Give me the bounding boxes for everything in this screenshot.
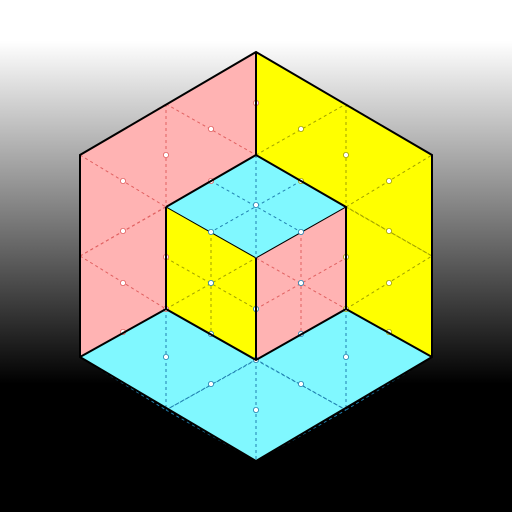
snap-point [297, 279, 304, 286]
guide-line [255, 103, 347, 156]
guide-line [210, 180, 302, 233]
snap-point [120, 279, 127, 286]
snap-point [162, 353, 169, 360]
guide-line [255, 359, 347, 411]
snap-point [385, 227, 392, 234]
floor-left-edge [79, 308, 167, 358]
guide-line [165, 359, 257, 411]
snap-point [120, 177, 127, 184]
face-outlines [79, 50, 433, 463]
snap-point [297, 380, 304, 387]
snap-point [120, 227, 127, 234]
guide-line [165, 257, 257, 310]
snap-point [162, 151, 169, 158]
snap-point [207, 380, 214, 387]
guide-line [165, 103, 257, 156]
hexagon-outline [79, 50, 433, 463]
snap-point [385, 279, 392, 286]
floor-right-edge [345, 308, 433, 358]
snap-point [207, 279, 214, 286]
guide-line [255, 257, 347, 310]
snap-point [252, 201, 259, 208]
snap-point [207, 228, 214, 235]
snap-point [297, 126, 304, 133]
snap-point [342, 353, 349, 360]
guide-line [255, 154, 433, 257]
snap-point [342, 151, 349, 158]
guide-line [165, 257, 257, 310]
guide-line [210, 180, 302, 233]
snap-point [207, 126, 214, 133]
snap-point [297, 228, 304, 235]
guide-line [255, 409, 347, 462]
snap-point [385, 177, 392, 184]
snap-point [252, 406, 259, 413]
guide-line [255, 257, 347, 310]
